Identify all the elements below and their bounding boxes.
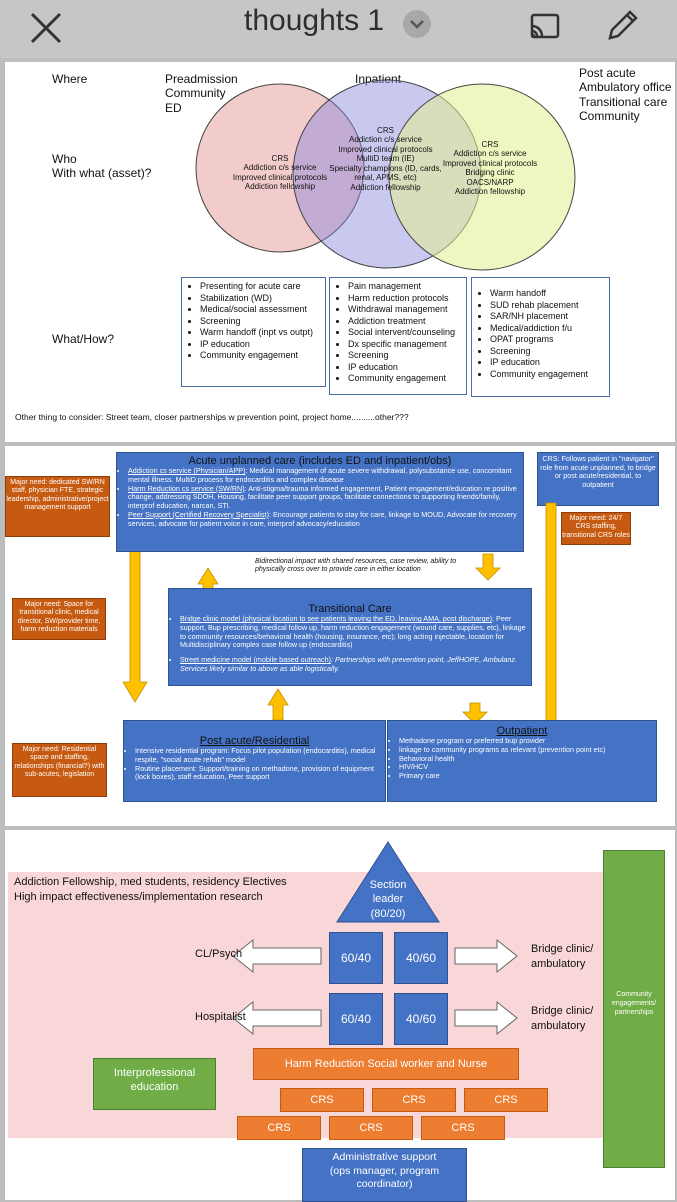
crs-box-2: CRS xyxy=(372,1088,456,1112)
community-engagements-box: Community engagements/ partnerships xyxy=(603,850,665,1168)
community-label: Community engagements/ partnerships xyxy=(611,991,657,1016)
slide3-heading: Addiction Fellowship, med students, resi… xyxy=(14,876,287,904)
list-postacute: Warm handoffSUD rehab placementSAR/NH pl… xyxy=(471,277,610,397)
crs-box-4: CRS xyxy=(237,1116,321,1140)
close-icon[interactable] xyxy=(26,8,66,48)
box-60-40-row2: 60/40 xyxy=(329,993,383,1045)
list-item: SAR/NH placement xyxy=(490,311,609,323)
list-item: Pain management xyxy=(348,281,466,293)
list-item: IP education xyxy=(490,357,609,369)
cast-icon[interactable] xyxy=(528,10,562,44)
list-item: Medical/social assessment xyxy=(200,304,325,316)
bridge-clinic-label-2: Bridge clinic/ ambulatory xyxy=(531,1005,594,1033)
major-need-3: Major need: Residential space and staffi… xyxy=(12,743,107,797)
transitional-item-2: Street medicine model (mobile based outr… xyxy=(180,655,531,674)
list-item: Screening xyxy=(200,316,325,328)
crs-box-3: CRS xyxy=(464,1088,548,1112)
where-label: Where xyxy=(52,72,88,86)
list-item: Dx specific management xyxy=(348,339,466,351)
list-item: SUD rehab placement xyxy=(490,300,609,312)
acute-item-3: Peer Support (Certified Recovery Special… xyxy=(128,510,523,529)
org-arrows xyxy=(232,938,518,1036)
who-label: Who With what (asset)? xyxy=(52,152,152,181)
slide-venn: Where Preadmission Community ED Inpatien… xyxy=(5,62,675,442)
postacute-label: Post acute Ambulatory office Transitiona… xyxy=(579,66,672,124)
outpatient-item: Behavioral health xyxy=(399,754,656,764)
list-item: Warm handoff (inpt vs outpt) xyxy=(200,327,325,339)
hospitalist-label: Hospitalist xyxy=(195,1011,246,1023)
post-acute-item-2: Routine placement: Support/training on m… xyxy=(135,764,385,783)
box-60-40-row1: 60/40 xyxy=(329,932,383,984)
crs-box-1: CRS xyxy=(280,1088,364,1112)
list-item: IP education xyxy=(200,339,325,351)
list-item: Addiction treatment xyxy=(348,316,466,328)
list-preadmission: Presenting for acute careStabilization (… xyxy=(181,277,326,387)
list-inpatient: Pain managementHarm reduction protocolsW… xyxy=(329,277,467,395)
acute-item-1: Addiction cs service (Physician/APP): Me… xyxy=(128,466,523,485)
outpatient-title: Outpatient xyxy=(496,725,548,737)
post-acute-item-1: Intensive residential program: Focus pil… xyxy=(135,746,385,765)
cl-psych-label: CL/Psych xyxy=(195,948,243,960)
section-leader-label: Section leader (80/20) xyxy=(369,879,407,920)
left-circle-text: CRS Addiction c/s service Improved clini… xyxy=(232,154,328,192)
list-item: Social intervent/counseling xyxy=(348,327,466,339)
major-need-4: Major need: 24/7 CRS staffing, transitio… xyxy=(561,512,631,545)
list-item: Screening xyxy=(490,346,609,358)
acute-unplanned-box: Acute unplanned care (includes ED and in… xyxy=(116,452,524,552)
list-item: OPAT programs xyxy=(490,334,609,346)
crs-box-6: CRS xyxy=(421,1116,505,1140)
harm-reduction-box: Harm Reduction Social worker and Nurse xyxy=(253,1048,519,1080)
box-40-60-row2: 40/60 xyxy=(394,993,448,1045)
slide-org: Addiction Fellowship, med students, resi… xyxy=(5,830,675,1202)
crs-note: CRS: Follows patient in "navigator" role… xyxy=(537,452,659,506)
transitional-title: Transitional Care xyxy=(308,603,392,615)
bidirectional-note: Bidirectional impact with shared resourc… xyxy=(255,558,457,574)
list-item: Medical/addiction f/u xyxy=(490,323,609,335)
post-acute-title: Post acute/Residential xyxy=(199,735,310,747)
outpatient-item: Methadone program or preferred bup provi… xyxy=(399,736,656,746)
list-item: Community engagement xyxy=(490,369,609,381)
whathow-label: What/How? xyxy=(52,332,115,346)
list-item: Withdrawal management xyxy=(348,304,466,316)
list-item: Community engagement xyxy=(348,373,466,385)
middle-circle-text: CRS Addiction c/s service Improved clini… xyxy=(329,126,442,192)
crs-box-5: CRS xyxy=(329,1116,413,1140)
transitional-care-box: Transitional Care Bridge clinic model (p… xyxy=(168,588,532,686)
transitional-item-1: Bridge clinic model (physical location t… xyxy=(180,614,531,650)
list-item: IP education xyxy=(348,362,466,374)
slide-flow: Major need: dedicated SW/RN staff, physi… xyxy=(5,446,675,826)
acute-title: Acute unplanned care (includes ED and in… xyxy=(188,455,452,467)
top-bar: thoughts 1 xyxy=(0,0,677,58)
chevron-down-icon[interactable] xyxy=(403,10,431,38)
interprofessional-education-box: Interprofessional education xyxy=(93,1058,216,1110)
list-item: Screening xyxy=(348,350,466,362)
slide1-footer: Other thing to consider: Street team, cl… xyxy=(15,412,409,422)
list-item: Warm handoff xyxy=(490,288,609,300)
outpatient-item: Primary care xyxy=(399,771,656,781)
acute-item-2: Harm Reduction cs service (SW/RN): Anti-… xyxy=(128,484,523,511)
pencil-icon[interactable] xyxy=(602,6,642,46)
post-acute-box: Post acute/Residential Intensive residen… xyxy=(123,720,386,802)
outpatient-item: HIV/HCV xyxy=(399,763,656,772)
document-title: thoughts 1 xyxy=(244,4,385,37)
list-item: Community engagement xyxy=(200,350,325,362)
bridge-clinic-label-1: Bridge clinic/ ambulatory xyxy=(531,943,594,971)
list-item: Harm reduction protocols xyxy=(348,293,466,305)
right-circle-text: CRS Addiction c/s service Improved clini… xyxy=(442,140,538,197)
venn-diagram xyxy=(195,79,576,271)
section-leader-triangle xyxy=(336,841,440,923)
major-need-1: Major need: dedicated SW/RN staff, physi… xyxy=(5,476,110,537)
list-item: Presenting for acute care xyxy=(200,281,325,293)
administrative-support-box: Administrative support (ops manager, pro… xyxy=(302,1148,467,1202)
outpatient-item: linkage to community programs as relevan… xyxy=(399,745,656,755)
preadmission-label: Preadmission Community ED xyxy=(165,72,238,115)
box-40-60-row1: 40/60 xyxy=(394,932,448,984)
outpatient-box: Outpatient Methadone program or preferre… xyxy=(387,720,657,802)
major-need-2: Major need: Space for transitional clini… xyxy=(12,598,106,640)
list-item: Stabilization (WD) xyxy=(200,293,325,305)
